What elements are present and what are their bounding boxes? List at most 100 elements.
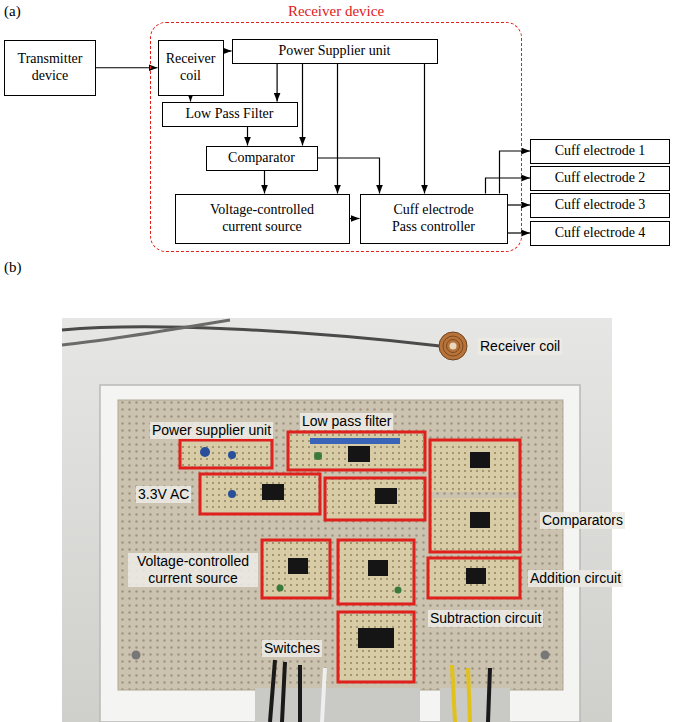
drawing-part xyxy=(466,568,486,584)
signal-arrow xyxy=(350,218,360,219)
drawing-part xyxy=(432,442,518,492)
signal-arrow xyxy=(508,232,531,233)
process-box: Cuff electrode Pass controller xyxy=(360,194,508,244)
text-block: Comparator xyxy=(228,150,295,167)
part-label: Power supplier unit xyxy=(150,422,273,439)
drawing-part xyxy=(200,474,320,514)
signal-arrow xyxy=(318,158,380,194)
photo-background xyxy=(62,318,612,722)
signal-arrow xyxy=(247,127,248,146)
signal-arrow xyxy=(508,204,531,205)
coil-cable xyxy=(62,320,230,345)
drawing-part xyxy=(325,478,425,520)
device-boundary: Receiver coil Power Supplier unitLow Pass… xyxy=(150,22,522,252)
drawing-part xyxy=(395,587,402,594)
box-text: Power Supplier unit xyxy=(279,43,391,60)
part-label: 3.3V AC xyxy=(136,486,191,503)
text-block: Cuff electrode 3 xyxy=(555,197,646,214)
process-box: Receiver coil xyxy=(158,40,224,96)
drawing-part xyxy=(338,540,414,604)
drawing-part xyxy=(200,447,210,457)
part-label: Low pass filter xyxy=(300,413,393,430)
drawing-part xyxy=(327,480,423,518)
drawing-part xyxy=(288,432,425,470)
drawing-part xyxy=(338,612,414,682)
drawing-part xyxy=(314,452,322,460)
text-block: Power Supplier unit xyxy=(279,43,391,60)
process-box: Voltage-controlled current source xyxy=(175,194,350,244)
drawing-part xyxy=(348,446,370,462)
box-text: Low Pass Filter xyxy=(186,106,274,123)
cable-slot xyxy=(440,688,510,722)
signal-arrow xyxy=(224,50,232,51)
drawing-part xyxy=(182,442,270,466)
drawing-part xyxy=(368,560,388,576)
box-text: Cuff electrode Pass controller xyxy=(384,202,484,236)
signal-arrow xyxy=(277,64,278,102)
drawing-part xyxy=(180,440,272,468)
signal-arrow xyxy=(337,64,338,194)
text-block: Transmitter device xyxy=(10,51,90,85)
drawing-part xyxy=(340,614,412,680)
part-label: Comparators xyxy=(540,512,625,529)
drawing-part xyxy=(470,512,490,528)
process-box: Low Pass Filter xyxy=(162,102,298,127)
box-text: Cuff electrode 4 xyxy=(555,225,646,242)
signal-arrow xyxy=(302,64,303,146)
wire xyxy=(322,668,325,722)
process-box: Transmitter device xyxy=(4,40,96,96)
drawing-part xyxy=(262,540,330,598)
drawing-part xyxy=(288,558,308,574)
screw xyxy=(541,651,550,660)
signal-arrow xyxy=(424,64,425,194)
text-block: Cuff electrode 2 xyxy=(555,170,646,187)
drawing-part xyxy=(290,434,423,468)
enclosure xyxy=(100,385,580,722)
drawing-part xyxy=(430,560,518,596)
signal-arrow xyxy=(500,151,531,194)
process-box: Comparator xyxy=(206,146,318,171)
drawing-part xyxy=(470,452,490,468)
box-text: Cuff electrode 3 xyxy=(555,197,646,214)
wire xyxy=(452,665,470,722)
drawing-part xyxy=(340,542,412,602)
drawing-part xyxy=(430,440,520,552)
receiver-coil xyxy=(439,332,467,360)
text-block: Receiver coil xyxy=(163,51,219,85)
part-label: Subtraction circuit xyxy=(428,610,543,627)
wire xyxy=(488,668,490,722)
box-text: Comparator xyxy=(228,150,295,167)
text-block: Low Pass Filter xyxy=(186,106,274,123)
process-box: Power Supplier unit xyxy=(232,39,438,64)
drawing-part xyxy=(375,488,397,504)
drawing-part xyxy=(277,585,284,592)
panel-label: (a) xyxy=(4,2,21,20)
receiver-coil xyxy=(443,336,463,356)
drawing-part xyxy=(262,484,284,500)
box-text: Voltage-controlled current source xyxy=(200,202,325,236)
drawing-part xyxy=(202,476,318,512)
part-label: Addition circuit xyxy=(528,570,623,587)
drawing-part xyxy=(310,438,400,444)
part-label: Switches xyxy=(262,640,322,657)
box-text: Cuff electrode 2 xyxy=(555,170,646,187)
output-box: Cuff electrode 2 xyxy=(530,166,670,191)
drawing-part xyxy=(432,498,518,550)
part-label: Receiver coil xyxy=(478,338,562,355)
output-box: Cuff electrode 4 xyxy=(530,221,670,246)
screw xyxy=(132,651,141,660)
output-box: Cuff electrode 1 xyxy=(530,139,670,164)
drawing-part xyxy=(228,451,236,459)
receiver-coil xyxy=(447,340,460,353)
cable-slot xyxy=(255,688,420,722)
text-block: Cuff electrode 1 xyxy=(555,143,646,160)
signal-arrow xyxy=(264,171,265,194)
box-text: Cuff electrode 1 xyxy=(555,143,646,160)
drawing-part xyxy=(228,490,236,498)
output-box: Cuff electrode 3 xyxy=(530,193,670,218)
signal-arrow xyxy=(96,67,158,68)
drawing-part xyxy=(428,558,520,598)
perfboard xyxy=(118,400,563,690)
